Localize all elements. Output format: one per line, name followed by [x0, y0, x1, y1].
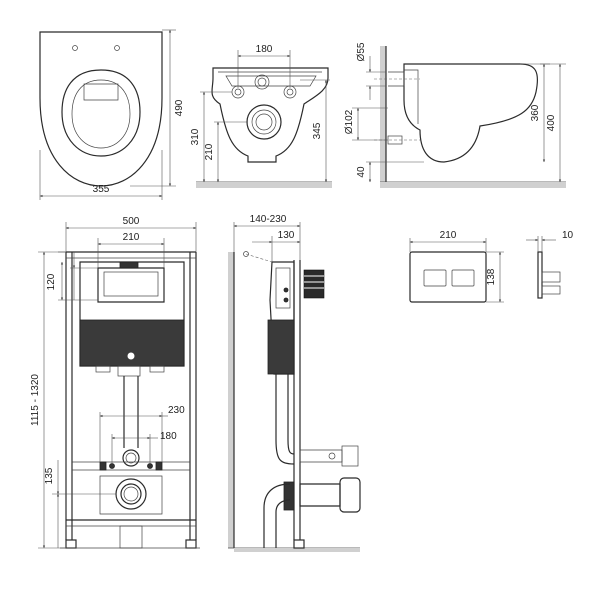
- dim-outlet-diameter: Ø102: [344, 109, 355, 134]
- dim-plate-height: 138: [486, 268, 497, 285]
- toilet-side-view: Ø55 Ø102 40 360 400: [344, 42, 566, 188]
- dim-frame-depth-range: 140-230: [250, 214, 287, 225]
- flush-plate-front: 210 138: [409, 230, 504, 303]
- dim-frame-top: 120: [46, 273, 57, 290]
- dim-plate-opening: 210: [123, 232, 140, 243]
- dim-bolt-spacing: 180: [256, 44, 273, 55]
- dim-rim-height-inner: 360: [530, 104, 541, 121]
- installation-frame-front: 500 210 120 1115 - 1320 230 180: [30, 216, 200, 549]
- dim-toilet-width: 355: [93, 184, 110, 195]
- dim-plate-width: 210: [440, 230, 457, 241]
- dim-frame-height: 1115 - 1320: [30, 374, 41, 426]
- dim-bolt-outer: 230: [168, 405, 185, 416]
- toilet-rear-view: 180 310 210 345: [190, 44, 332, 188]
- dim-floor-clearance: 40: [356, 166, 367, 178]
- dim-inlet-height: 310: [190, 128, 201, 145]
- dim-outlet-height-frame: 135: [44, 467, 55, 484]
- flush-plate-side: 10: [526, 230, 574, 299]
- dim-inlet-diameter: Ø55: [356, 42, 367, 61]
- dim-top-height: 345: [312, 122, 323, 139]
- dim-rim-height-outer: 400: [546, 114, 557, 131]
- toilet-top-view: 490 355: [39, 29, 185, 200]
- dim-outlet-height: 210: [204, 143, 215, 160]
- dim-bolt-inner: 180: [160, 431, 177, 442]
- dim-frame-width: 500: [123, 216, 140, 227]
- dim-toilet-depth: 490: [174, 99, 185, 116]
- installation-frame-side: 140-230 130: [228, 214, 361, 552]
- dim-frame-depth: 130: [278, 230, 295, 241]
- dim-plate-depth: 10: [562, 230, 574, 241]
